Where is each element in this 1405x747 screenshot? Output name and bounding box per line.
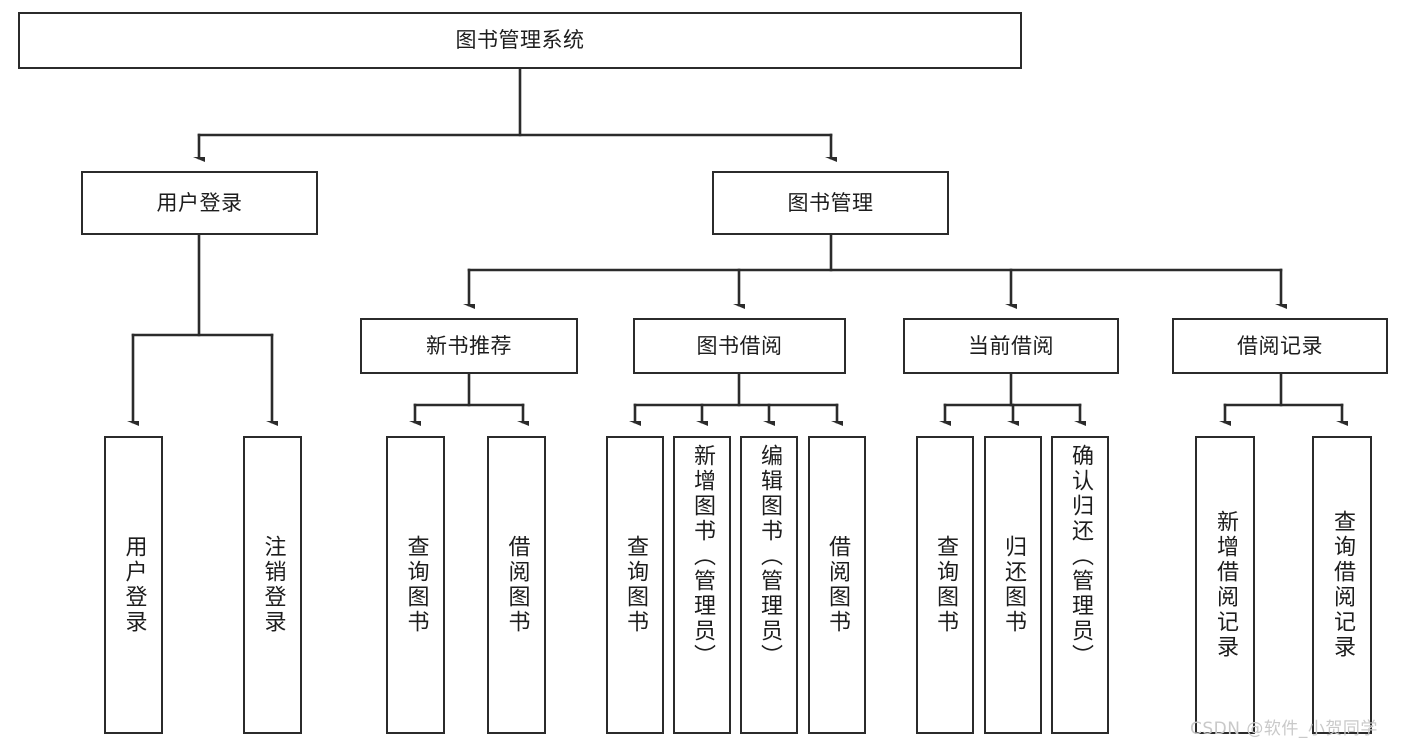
leaf-current-confirm-return-admin[interactable]: 确认归还（管理员） [1051, 436, 1109, 734]
node-user-login[interactable]: 用户登录 [81, 171, 318, 235]
leaf-current-query-book[interactable]: 查询图书 [916, 436, 974, 734]
leaf-user-login-logout[interactable]: 注销登录 [243, 436, 302, 734]
leaf-label: 查询借阅记录 [1330, 510, 1355, 660]
leaf-label: 查询图书 [933, 535, 958, 635]
leaf-borrow-add-book-admin[interactable]: 新增图书（管理员） [673, 436, 731, 734]
leaf-label: 借阅图书 [825, 535, 850, 635]
leaf-borrow-edit-book-admin[interactable]: 编辑图书（管理员） [740, 436, 798, 734]
node-book-borrow-label: 图书借阅 [696, 333, 783, 358]
leaf-label: 确认归还（管理员） [1068, 444, 1093, 669]
node-current-borrow-label: 当前借阅 [968, 333, 1054, 358]
leaf-borrow-borrow-book[interactable]: 借阅图书 [808, 436, 866, 734]
node-root-label: 图书管理系统 [455, 28, 585, 53]
leaf-label: 新增借阅记录 [1213, 510, 1238, 660]
node-book-management[interactable]: 图书管理 [712, 171, 949, 235]
leaf-user-login-login[interactable]: 用户登录 [104, 436, 163, 734]
node-new-book-recommend[interactable]: 新书推荐 [360, 318, 578, 374]
leaf-label: 查询图书 [623, 535, 648, 635]
leaf-label: 借阅图书 [504, 535, 530, 635]
node-borrow-records-label: 借阅记录 [1237, 333, 1323, 358]
leaf-label: 注销登录 [260, 535, 286, 635]
leaf-records-query-record[interactable]: 查询借阅记录 [1312, 436, 1372, 734]
node-user-login-label: 用户登录 [156, 190, 243, 215]
node-current-borrow[interactable]: 当前借阅 [903, 318, 1119, 374]
leaf-label: 新增图书（管理员） [690, 444, 715, 669]
node-root-book-management-system[interactable]: 图书管理系统 [18, 12, 1022, 69]
leaf-current-return-book[interactable]: 归还图书 [984, 436, 1042, 734]
node-new-book-recommend-label: 新书推荐 [426, 333, 512, 358]
leaf-label: 用户登录 [121, 535, 147, 635]
leaf-label: 归还图书 [1001, 535, 1026, 635]
leaf-label: 编辑图书（管理员） [757, 444, 782, 669]
node-book-management-label: 图书管理 [787, 190, 874, 215]
leaf-borrow-query-book[interactable]: 查询图书 [606, 436, 664, 734]
node-borrow-records[interactable]: 借阅记录 [1172, 318, 1388, 374]
node-book-borrow[interactable]: 图书借阅 [633, 318, 846, 374]
leaf-label: 查询图书 [403, 535, 429, 635]
leaf-new-book-query-book[interactable]: 查询图书 [386, 436, 445, 734]
leaf-new-book-borrow-book[interactable]: 借阅图书 [487, 436, 546, 734]
leaf-records-add-record[interactable]: 新增借阅记录 [1195, 436, 1255, 734]
